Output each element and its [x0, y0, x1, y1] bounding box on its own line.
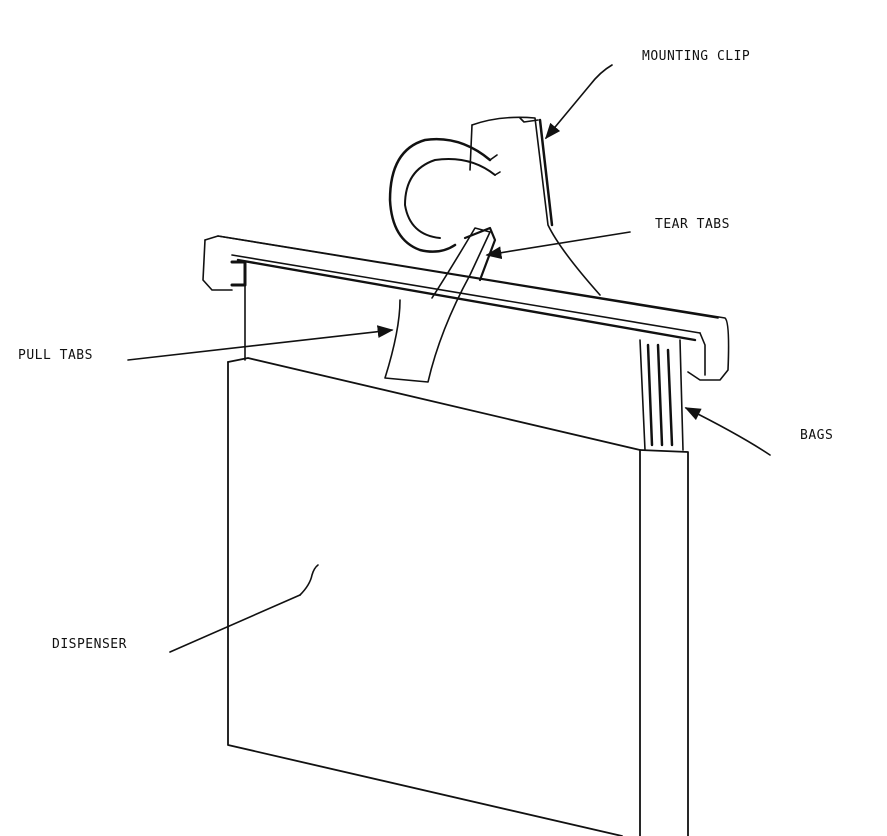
leader-pull-tabs — [127, 325, 394, 361]
label-mounting-clip: MOUNTING CLIP — [642, 49, 751, 64]
label-tear-tabs: TEAR TABS — [655, 217, 730, 232]
mounting-bar — [202, 235, 730, 381]
label-bags: BAGS — [800, 428, 834, 443]
mounting-clip — [388, 116, 601, 296]
leader-mounting-clip — [544, 64, 613, 140]
bags-stack — [230, 260, 684, 451]
pull-tab — [384, 226, 497, 383]
label-dispenser: DISPENSER — [52, 637, 127, 652]
dispenser-box — [227, 357, 689, 836]
leader-tear-tabs — [485, 231, 631, 260]
label-pull-tabs: PULL TABS — [18, 348, 93, 363]
leader-dispenser — [169, 594, 301, 653]
leader-bags — [684, 407, 771, 456]
